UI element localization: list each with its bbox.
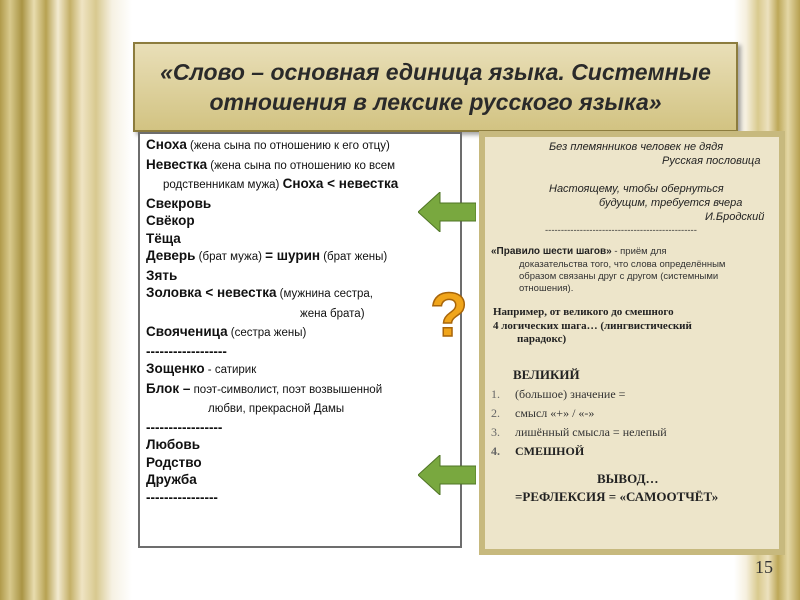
conclusion-title: ВЫВОД…: [597, 471, 659, 486]
list-line: Зять: [146, 267, 454, 285]
title-line-2: отношения в лексике русского языка»: [209, 89, 662, 115]
slide-title: «Слово – основная единица языка. Системн…: [156, 57, 716, 117]
rule-line-2: доказательства того, что слова определён…: [519, 259, 726, 270]
list-line: Тёща: [146, 230, 454, 248]
term-bold: Родство: [146, 454, 202, 470]
step-number: 1.: [491, 387, 500, 401]
term-bold: Сноха: [146, 137, 187, 152]
rule-line-3: образом связаны друг с другом (системным…: [519, 271, 719, 282]
term-bold: Зять: [146, 267, 178, 283]
list-line: Дружба: [146, 471, 454, 489]
step-item: 4. СМЕШНОЙ: [491, 444, 584, 459]
title-line-1: «Слово – основная единица языка. Системн…: [160, 59, 711, 85]
step-text: лишённый смысла = нелепый: [515, 425, 667, 439]
list-line: любви, прекрасной Дамы: [146, 399, 454, 419]
term-bold: Свёкор: [146, 213, 195, 228]
list-line: -----------------: [146, 419, 454, 437]
step-number: 2.: [491, 406, 500, 420]
term-note: - сатирик: [204, 364, 257, 376]
term-bold: = шурин: [265, 248, 321, 263]
word-velikiy: ВЕЛИКИЙ: [513, 367, 580, 382]
quote-1: Без племянников человек не дядя: [549, 141, 724, 153]
example-line-3: парадокс): [517, 333, 567, 345]
term-bold: Невестка: [146, 156, 208, 172]
term-bold: Свояченица: [146, 324, 228, 339]
separator-dashes: ----------------------------------------…: [545, 225, 697, 236]
list-line: ------------------: [146, 343, 454, 361]
term-bold: Дружба: [146, 472, 197, 487]
example-line-1: Например, от великого до смешного: [493, 306, 674, 318]
term-note: поэт-символист, поэт возвышенной: [190, 383, 383, 396]
list-line: Деверь (брат мужа) = шурин (брат жены): [146, 247, 454, 267]
term-bold: Золовка < невестка: [146, 285, 277, 300]
list-line: Блок – поэт-символист, поэт возвышенной: [146, 380, 454, 400]
term-note: (жена сына по отношению ко всем: [207, 159, 396, 172]
list-line: Золовка < невестка (мужнина сестра,: [146, 284, 454, 304]
term-note: (брат жены): [320, 251, 388, 263]
question-mark-icon: ?: [429, 282, 468, 342]
list-line: Сноха (жена сына по отношению к его отцу…: [146, 136, 454, 156]
term-note: жена брата): [300, 307, 365, 320]
list-line: Родство: [146, 454, 454, 472]
term-bold: Любовь: [146, 437, 201, 452]
step-number: 3.: [491, 425, 500, 439]
svg-text:?: ?: [430, 282, 468, 342]
rule-title-bold: «Правило шести шагов»: [491, 246, 612, 257]
list-line: родственникам мужа) Сноха < невестка: [146, 175, 454, 195]
rule-title-rest: - приём для: [611, 246, 667, 257]
rule-title: «Правило шести шагов» - приём для: [491, 246, 667, 258]
step-text: смысл «+» / «-»: [515, 406, 595, 420]
page-number: 15: [755, 557, 773, 577]
term-bold: ------------------: [146, 343, 227, 359]
left-decor-stripes: [0, 0, 132, 600]
term-bold: -----------------: [146, 419, 223, 435]
step-text: (большое) значение =: [515, 387, 626, 401]
quote-2-line-1: Настоящему, чтобы обернуться: [549, 183, 724, 195]
term-note: родственникам мужа): [163, 179, 283, 191]
left-arrow-lower-icon: [418, 455, 476, 495]
term-bold: Деверь: [146, 248, 196, 263]
list-line: Любовь: [146, 436, 454, 454]
list-line: ----------------: [146, 489, 454, 507]
list-line: Свояченица (сестра жены): [146, 323, 454, 343]
term-note: (сестра жены): [227, 327, 307, 339]
term-bold: Сноха < невестка: [282, 176, 399, 191]
rule-line-4: отношения).: [519, 283, 574, 294]
term-bold: ----------------: [146, 489, 218, 505]
list-line: Зощенко - сатирик: [146, 360, 454, 380]
term-note: (брат мужа): [195, 251, 266, 263]
list-line: жена брата): [146, 304, 454, 324]
term-note: любви, прекрасной Дамы: [208, 403, 345, 415]
quote-2-line-2: будущим, требуется вчера: [599, 197, 743, 209]
step-number: 4.: [491, 444, 500, 458]
quotes-and-rule-panel: Без племянников человек не дядя Русская …: [479, 131, 785, 555]
vocabulary-list-box: Сноха (жена сына по отношению к его отцу…: [138, 132, 462, 548]
term-note: (жена сына по отношению к его отцу): [186, 140, 390, 152]
term-bold: Зощенко: [146, 361, 205, 376]
conclusion-text: =РЕФЛЕКСИЯ = «САМООТЧЁТ»: [515, 489, 719, 504]
list-line: Невестка (жена сына по отношению ко всем: [146, 156, 454, 176]
title-banner: «Слово – основная единица языка. Системн…: [133, 42, 738, 132]
left-arrow-upper-icon: [418, 192, 476, 232]
term-bold: Блок –: [146, 380, 191, 396]
quote-1-source: Русская пословица: [662, 155, 761, 167]
step-item: 3. лишённый смысла = нелепый: [491, 425, 667, 440]
example-line-2: 4 логических шага… (лингвистический: [493, 320, 692, 332]
list-line: Свекровь: [146, 195, 454, 213]
term-bold: Тёща: [146, 230, 181, 246]
step-item: 2. смысл «+» / «-»: [491, 406, 594, 421]
step-item: 1. (большое) значение =: [491, 387, 625, 402]
quote-2-source: И.Бродский: [705, 211, 765, 223]
term-note: (мужнина сестра,: [276, 288, 373, 300]
term-bold: Свекровь: [146, 195, 212, 211]
list-line: Свёкор: [146, 212, 454, 230]
step-text: СМЕШНОЙ: [515, 444, 585, 458]
